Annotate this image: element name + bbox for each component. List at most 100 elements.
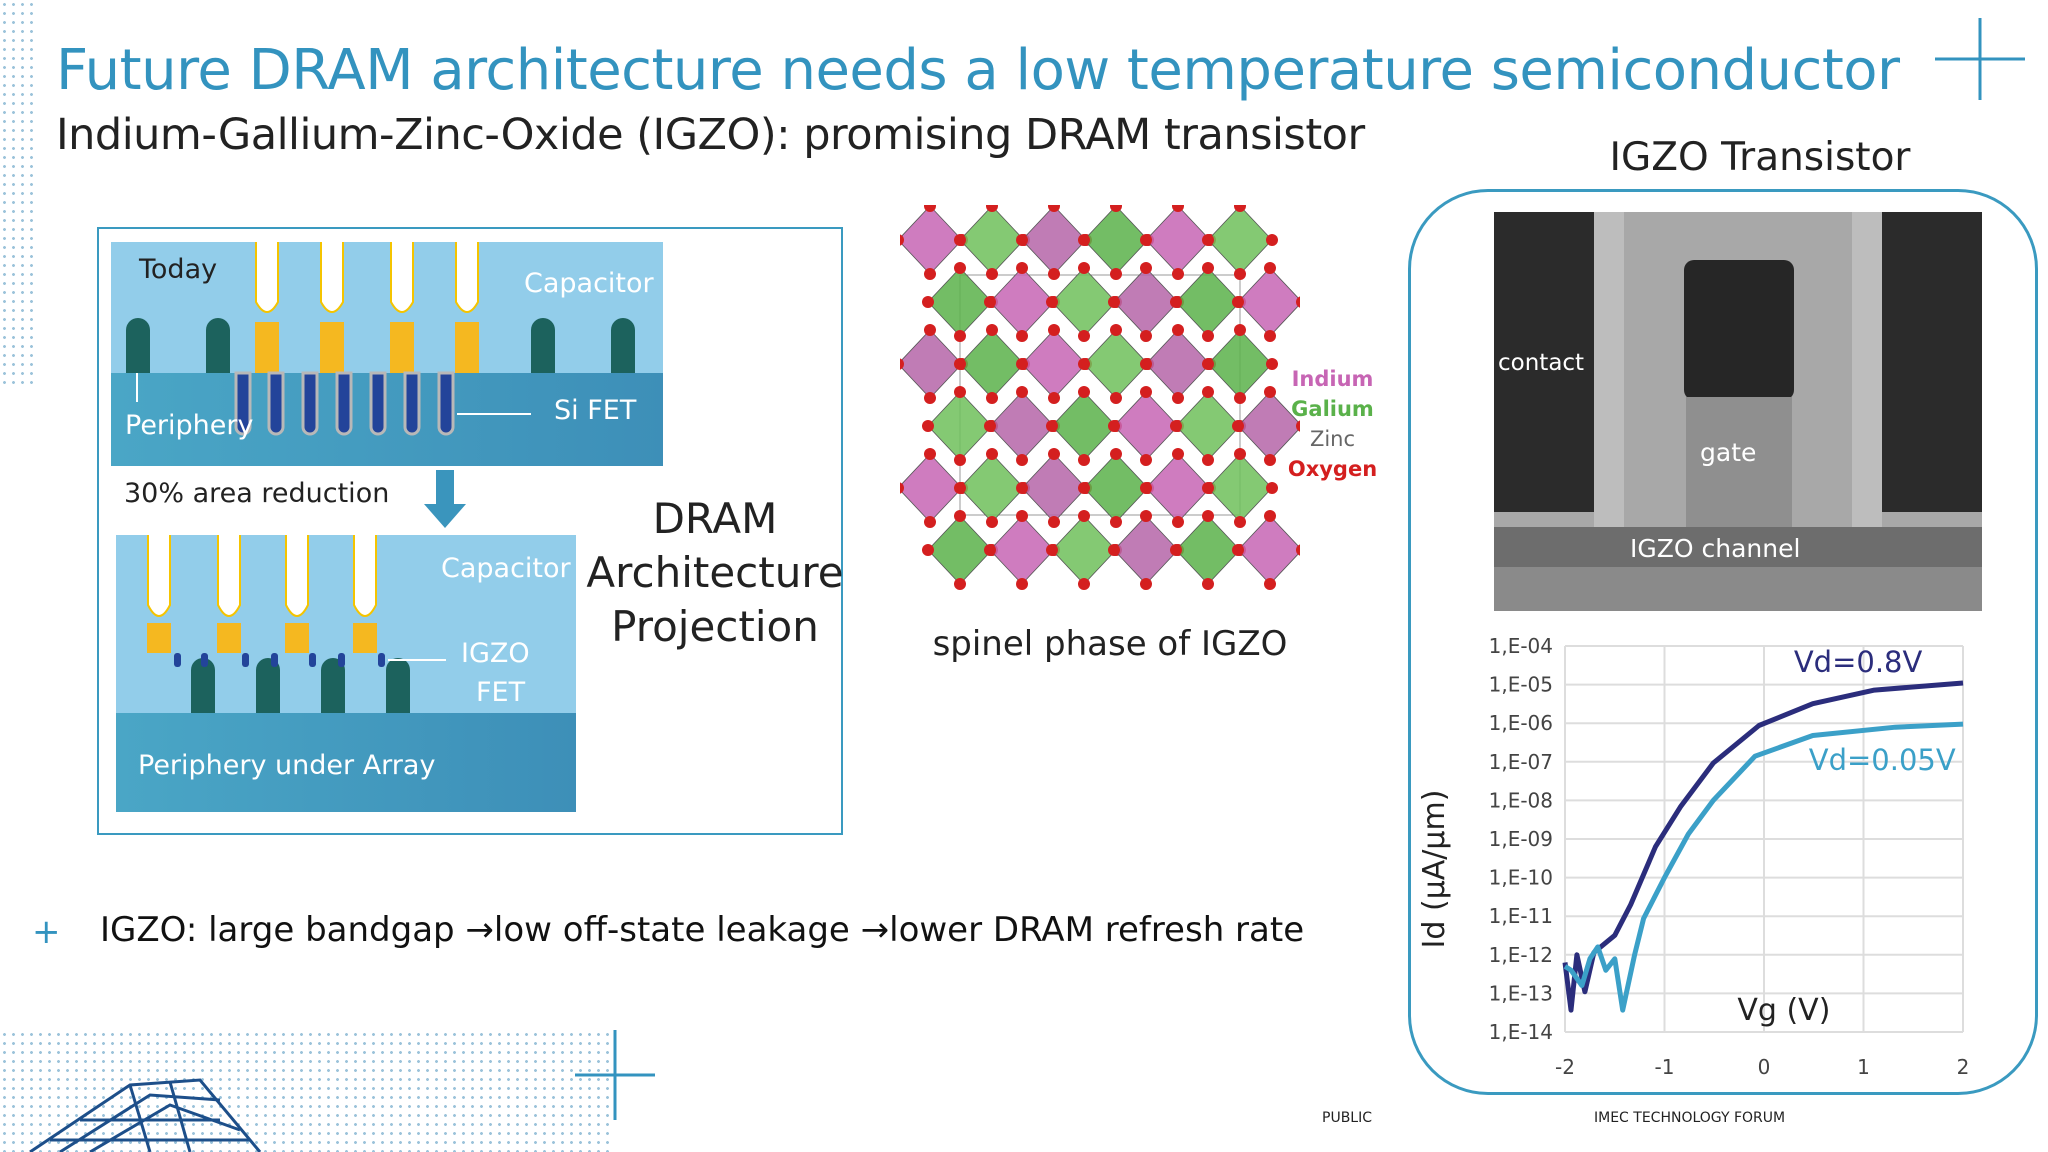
x-axis-label: Vg (V) — [1737, 993, 1830, 1028]
oxygen-atom — [1264, 386, 1276, 398]
x-tick-label: -2 — [1555, 1055, 1575, 1079]
periphery-transistor — [206, 318, 230, 373]
si-fet — [335, 371, 353, 436]
si-fet-label: Si FET — [554, 395, 637, 426]
oxygen-atom — [1078, 454, 1090, 466]
igzo-fet-label-1: IGZO — [461, 638, 530, 669]
y-tick-label: 1,E-13 — [1489, 981, 1553, 1005]
igzo-fet — [378, 653, 385, 667]
oxygen-atom — [1108, 544, 1120, 556]
oxygen-atom — [954, 386, 966, 398]
capacitor-contact — [217, 623, 241, 653]
oxygen-atom — [1202, 510, 1214, 522]
oxygen-atom — [900, 482, 904, 494]
oxygen-atom — [1140, 578, 1152, 590]
octahedron — [1237, 515, 1300, 585]
octahedron — [1113, 391, 1179, 461]
oxygen-atom — [1234, 448, 1246, 460]
oxygen-atom — [1046, 544, 1058, 556]
octahedron — [989, 515, 1055, 585]
oxygen-atom — [1266, 482, 1278, 494]
capacitor-contact — [353, 623, 377, 653]
igzo-fet — [309, 653, 316, 667]
si-fet — [301, 371, 319, 436]
oxygen-atom — [1078, 578, 1090, 590]
area-reduction-label: 30% area reduction — [124, 478, 390, 509]
oxygen-atom — [1048, 516, 1060, 528]
oxygen-atom — [1048, 392, 1060, 404]
series-line-vd-0-8 — [1562, 680, 1964, 1013]
oxygen-atom — [1264, 510, 1276, 522]
oxygen-atom — [986, 268, 998, 280]
octahedron — [1175, 391, 1241, 461]
octahedron — [1145, 205, 1211, 275]
oxygen-atom — [1048, 268, 1060, 280]
capacitor — [390, 242, 414, 313]
oxygen-atom — [1140, 262, 1152, 274]
series-label-vd-0-8: Vd=0.8V — [1794, 645, 1923, 679]
oxygen-atom — [986, 516, 998, 528]
igzo-fet — [201, 653, 208, 667]
y-tick-label: 1,E-06 — [1489, 711, 1553, 735]
oxygen-atom — [1296, 544, 1300, 556]
footer-classification: PUBLIC — [1322, 1110, 1372, 1126]
legend-indium: Indium — [1291, 367, 1374, 391]
si-fet — [437, 371, 455, 436]
projection-line: DRAM — [652, 494, 778, 543]
igzo-structure — [147, 535, 446, 713]
oxygen-atom — [954, 510, 966, 522]
oxygen-atom — [1046, 296, 1058, 308]
oxygen-atom — [954, 358, 966, 370]
igzo-channel-label: IGZO channel — [1630, 534, 1801, 563]
octahedron — [989, 391, 1055, 461]
plus-decoration-bottom — [575, 1030, 655, 1120]
oxygen-atom — [1016, 358, 1028, 370]
periphery-transistor — [531, 318, 555, 373]
octahedron — [959, 453, 1025, 523]
oxygen-atom — [1264, 262, 1276, 274]
oxygen-atom — [1202, 578, 1214, 590]
si-fet — [234, 371, 252, 436]
oxygen-atom — [1108, 296, 1120, 308]
x-tick-label: 2 — [1957, 1055, 1970, 1079]
y-tick-label: 1,E-10 — [1489, 866, 1553, 890]
oxygen-atom — [1046, 420, 1058, 432]
octahedron — [1207, 205, 1273, 275]
octahedron — [989, 267, 1055, 337]
octahedron — [1083, 453, 1149, 523]
capacitor-contact — [320, 322, 344, 373]
bullet-plus-icon: + — [32, 912, 61, 952]
oxygen-atom — [1234, 324, 1246, 336]
octahedron — [1145, 329, 1211, 399]
oxygen-atom — [1016, 262, 1028, 274]
octahedron — [1145, 453, 1211, 523]
oxygen-atom — [1266, 358, 1278, 370]
oxygen-atom — [924, 392, 936, 404]
y-tick-label: 1,E-05 — [1489, 673, 1553, 697]
oxygen-atom — [900, 358, 904, 370]
octahedron — [1175, 515, 1241, 585]
periphery-label: Periphery — [125, 410, 254, 441]
oxygen-atom — [1234, 516, 1246, 528]
oxygen-atom — [1110, 268, 1122, 280]
oxygen-atom — [1296, 296, 1300, 308]
octahedron — [1237, 267, 1300, 337]
capacitor — [320, 242, 344, 313]
legend-oxygen: Oxygen — [1287, 457, 1378, 481]
igzo-fet-label-2: FET — [476, 677, 526, 708]
octahedron — [1083, 329, 1149, 399]
x-tick-label: 0 — [1758, 1055, 1771, 1079]
igzo-fet — [338, 653, 345, 667]
oxygen-atom — [1172, 268, 1184, 280]
octahedron — [1051, 391, 1117, 461]
oxygen-atom — [984, 420, 996, 432]
octahedron — [959, 205, 1025, 275]
footer-event: IMEC TECHNOLOGY FORUM — [1594, 1110, 1786, 1126]
plus-decoration-top-right — [1935, 18, 2025, 100]
oxygen-atom — [1016, 386, 1028, 398]
oxygen-atom — [1202, 358, 1214, 370]
octahedron — [927, 267, 993, 337]
capacitor-contact — [255, 322, 279, 373]
oxygen-atom — [1078, 330, 1090, 342]
oxygen-atom — [1078, 358, 1090, 370]
